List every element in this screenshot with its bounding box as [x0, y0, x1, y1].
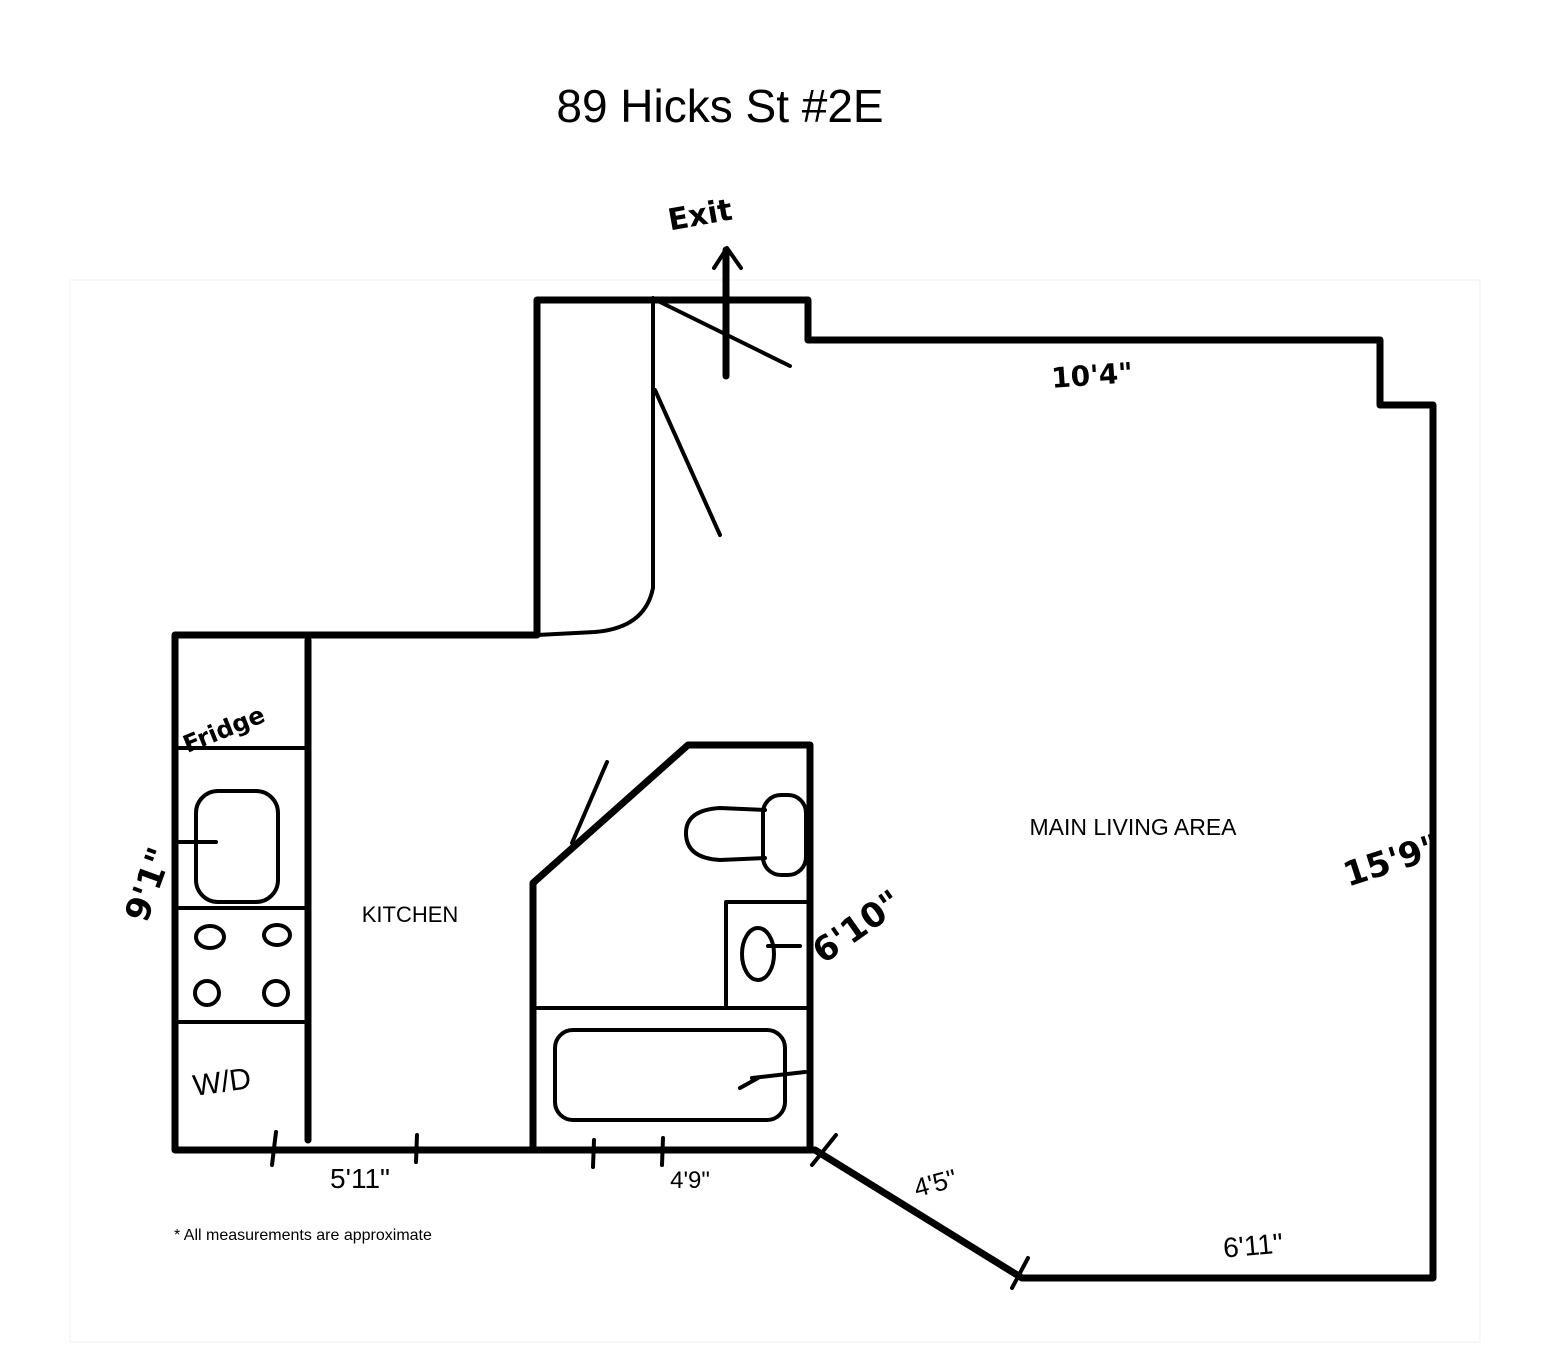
wd-label: W/D [191, 1062, 253, 1103]
page-title: 89 Hicks St #2E [556, 80, 883, 132]
measurement-right-wall: 15'9" [1338, 827, 1445, 896]
measurement-bath-bottom: 4'9" [670, 1167, 710, 1194]
exit-arrow-icon [712, 246, 743, 380]
outer-walls [171, 296, 1437, 1282]
bathtub-icon [553, 1028, 807, 1122]
entry-hall-wall [535, 296, 655, 637]
bathroom-walls [529, 741, 814, 1154]
exit-label: Exit [665, 193, 735, 239]
bathroom-door [570, 760, 609, 845]
main-living-area-label: MAIN LIVING AREA [1029, 814, 1237, 840]
bathroom-sink-icon [724, 900, 808, 1007]
plan-border [69, 279, 1481, 1343]
measurement-kitchen-wall: 9'1" [117, 842, 180, 927]
kitchen-sink-icon [194, 789, 280, 904]
measurement-ticks [270, 1130, 1030, 1290]
measurement-bottom-wall: 6'11" [1222, 1227, 1284, 1263]
measurement-bathroom-wall: 6'10" [805, 882, 909, 972]
kitchen-label: KITCHEN [362, 902, 459, 927]
measurement-diagonal-wall: 4'5" [911, 1163, 960, 1203]
measurement-top-wall: 10'4" [1050, 356, 1134, 395]
stove-burners-icon [193, 923, 292, 1007]
closet-door [653, 388, 722, 537]
footnote: * All measurements are approximate [174, 1227, 432, 1244]
measurement-kitchen-bottom: 5'11" [330, 1163, 390, 1194]
toilet-icon [684, 793, 808, 877]
